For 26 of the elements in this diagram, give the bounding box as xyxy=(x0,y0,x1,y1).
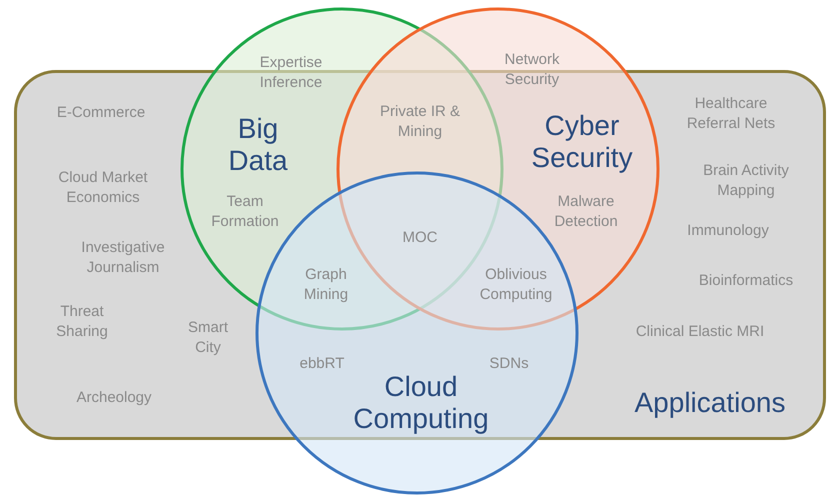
topic-label: Graph Mining xyxy=(302,265,350,305)
topic-label: Expertise Inference xyxy=(258,53,324,93)
topic-label: Team Formation xyxy=(210,192,280,232)
topic-label: Malware Detection xyxy=(553,192,619,232)
topic-label: Archeology xyxy=(76,388,152,408)
applications-panel xyxy=(14,70,826,440)
topic-label: SDNs xyxy=(489,354,529,374)
topic-label: MOC xyxy=(402,228,438,248)
topic-label: ebbRT xyxy=(300,354,344,374)
topic-label: Smart City xyxy=(186,318,229,358)
topic-label: Private IR & Mining xyxy=(378,102,462,142)
topic-label: Investigative Journalism xyxy=(80,238,166,278)
circle-title: Big Data xyxy=(227,113,289,177)
topic-label: Network Security xyxy=(503,50,560,90)
topic-label: Cloud Market Economics xyxy=(57,168,149,208)
circle-title: Cyber Security xyxy=(530,110,634,174)
panel-title: Applications xyxy=(634,387,786,419)
circle-title: Cloud Computing xyxy=(352,371,490,435)
topic-label: Healthcare Referral Nets xyxy=(686,94,776,134)
topic-label: Oblivious Computing xyxy=(478,265,554,305)
topic-label: Threat Sharing xyxy=(55,302,109,342)
topic-label: Brain Activity Mapping xyxy=(702,161,790,201)
topic-label: Clinical Elastic MRI xyxy=(636,322,764,342)
topic-label: E-Commerce xyxy=(56,103,146,123)
topic-label: Bioinformatics xyxy=(698,271,794,291)
topic-label: Immunology xyxy=(687,221,769,241)
